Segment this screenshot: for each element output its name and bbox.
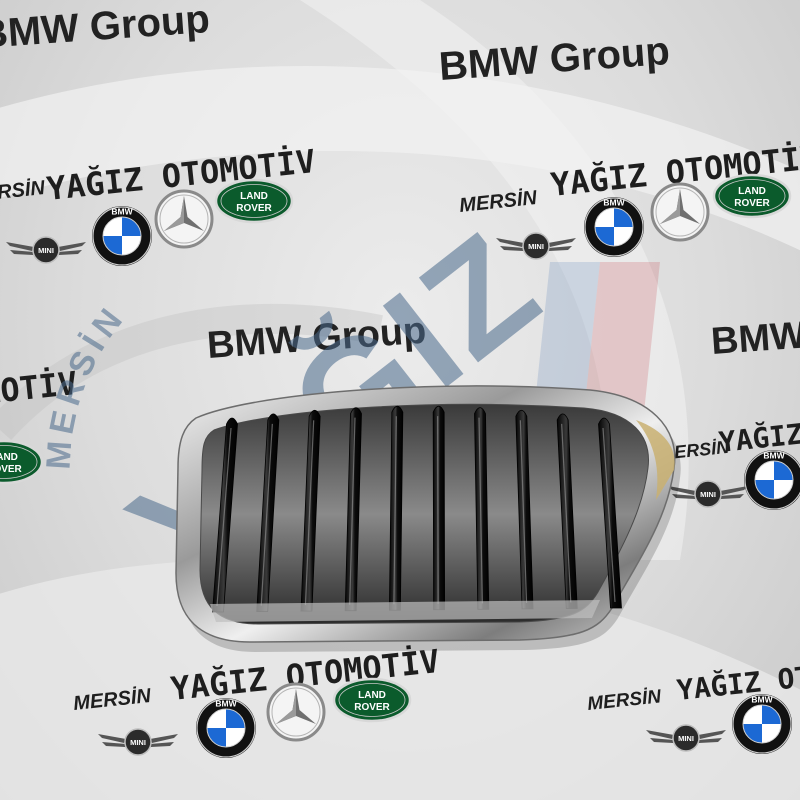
city-text: MERSİN — [0, 176, 46, 207]
grille-slat — [432, 405, 446, 611]
grille-slat-highlight — [478, 417, 483, 604]
grille-slat-highlight — [519, 420, 528, 603]
land-rover-oval-icon — [712, 173, 792, 219]
grille-slat — [515, 409, 534, 610]
grille-slat — [474, 407, 490, 610]
land-rover-oval-icon — [214, 178, 294, 224]
bmw-roundel-icon — [91, 205, 153, 267]
bmw-roundel-icon — [195, 697, 257, 759]
grille-slat — [212, 417, 238, 613]
brand-group-text: BMW Group — [710, 306, 800, 363]
grille-slat-highlight — [260, 423, 273, 606]
shop-name-text: YAĞIZ OTOMOTİV — [717, 400, 800, 458]
grille-slat-highlight — [602, 427, 616, 603]
land-rover-oval-icon — [332, 677, 412, 723]
mini-wings-icon — [5, 236, 87, 264]
grille-slat — [388, 405, 404, 611]
bmw-roundel-icon — [731, 693, 793, 755]
grille-slats — [212, 405, 622, 613]
grille-slat — [598, 417, 622, 609]
mercedes-star-icon — [650, 182, 710, 242]
grille-slat-highlight — [561, 423, 572, 603]
grille-slat-highlight — [304, 420, 315, 606]
grille-slat-highlight — [216, 427, 232, 607]
grille-slat — [300, 409, 321, 612]
grille-slat — [556, 413, 578, 609]
mercedes-star-icon — [154, 189, 214, 249]
brand-group-text: BMW Group — [0, 0, 211, 57]
grille-slat-highlight — [393, 416, 397, 605]
chrome-kidney-grille — [175, 385, 681, 652]
bmw-roundel-icon — [583, 196, 645, 258]
land-rover-oval-icon — [0, 439, 44, 485]
grille-slat-highlight — [349, 417, 356, 605]
grille-slat — [256, 413, 280, 612]
grille-slat — [344, 407, 362, 612]
mercedes-star-icon — [266, 682, 326, 742]
bmw-roundel-icon — [743, 449, 800, 511]
